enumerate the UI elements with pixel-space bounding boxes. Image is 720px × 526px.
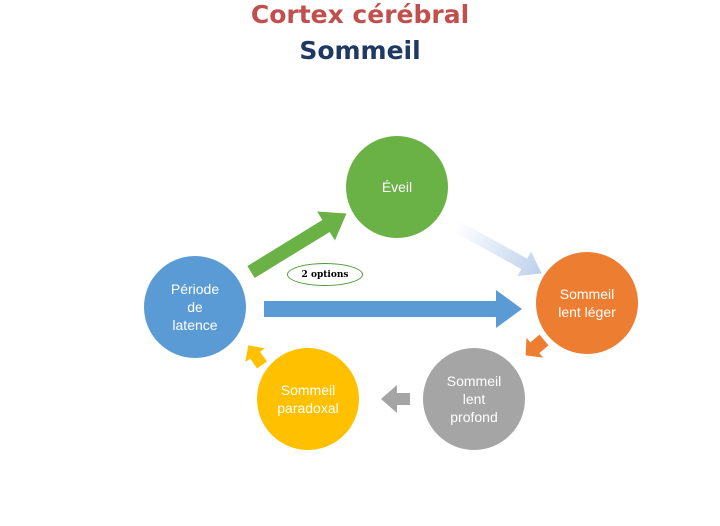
node-lent-profond-circle <box>423 348 525 450</box>
arrow-latence-to-eveil <box>247 211 347 278</box>
node-latence-circle <box>144 256 246 358</box>
diagram-subtitle: Sommeil <box>299 36 421 65</box>
two-options-badge: 2 options <box>287 263 363 286</box>
node-lent-leger-label: Sommeil lent léger <box>558 286 616 320</box>
arrow-latence-to-lent-leger <box>264 290 522 328</box>
node-eveil-circle <box>346 136 448 238</box>
node-lent-leger-circle <box>536 252 638 354</box>
node-paradoxal-label: Sommeil paradoxal <box>277 382 339 416</box>
node-lent-profond-label: Sommeil lent profond <box>446 373 502 425</box>
diagram-title: Cortex cérébral <box>250 0 470 29</box>
node-paradoxal-circle <box>257 348 359 450</box>
arrow-eveil-to-lent-leger <box>453 220 542 277</box>
node-latence-label: Période de latence <box>170 281 220 333</box>
node-eveil-label: Éveil <box>381 179 413 195</box>
arrow-paradoxal-to-latence <box>245 345 267 369</box>
arrow-lent-profond-to-paradoxal <box>381 385 410 413</box>
arrow-lent-leger-to-lent-profond <box>525 334 549 358</box>
